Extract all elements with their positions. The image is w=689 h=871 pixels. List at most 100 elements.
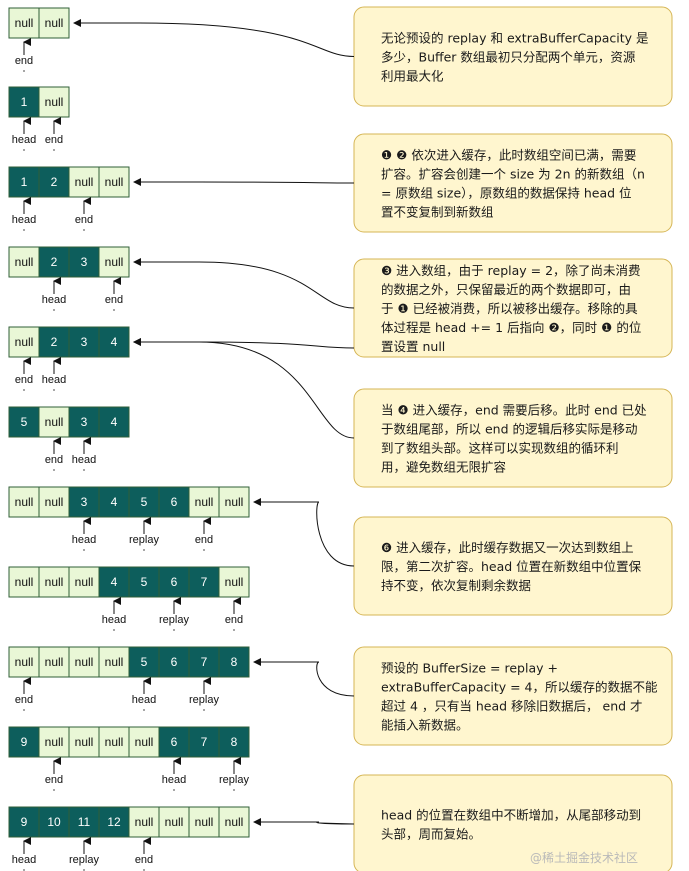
pointer-label-head: head xyxy=(162,774,186,786)
pointer-dot xyxy=(83,549,85,551)
buffer-cell-value: 5 xyxy=(141,655,148,669)
buffer-cell xyxy=(68,486,100,518)
buffer-cell-value: 2 xyxy=(51,335,58,349)
buffer-cell-value: 3 xyxy=(81,255,88,269)
buffer-cell xyxy=(38,486,70,518)
buffer-cell xyxy=(218,646,250,678)
pointer-label-head: head xyxy=(132,694,156,706)
notes-layer: 无论预设的 replay 和 extraBufferCapacity 是多少，B… xyxy=(353,6,673,871)
connector-arrow xyxy=(253,658,355,697)
pointer-label-end: end xyxy=(45,774,63,786)
pointer-dot xyxy=(143,709,145,711)
pointer-dot xyxy=(23,869,25,871)
buffer-cell xyxy=(38,406,70,438)
note-text-line: 于数组尾部，所以 end 的逻辑后移实际是移动 xyxy=(381,422,638,437)
pointer-label-head: head xyxy=(42,294,66,306)
note-text-line: 头部，周而复始。 xyxy=(381,827,481,842)
buffer-cell-value: null xyxy=(75,735,94,749)
buffer-cell-value: null xyxy=(105,255,124,269)
buffer-cell-value: 9 xyxy=(21,815,28,829)
buffer-cell xyxy=(218,566,250,598)
buffer-cell xyxy=(68,726,100,758)
note-text-line: head 的位置在数组中不断增加，从尾部移动到 xyxy=(381,808,641,823)
pointer-dot xyxy=(113,629,115,631)
buffer-cell-value: 10 xyxy=(47,815,61,829)
buffer-cell-value: null xyxy=(105,175,124,189)
buffer-cell xyxy=(98,806,130,838)
pointer-dot xyxy=(233,629,235,631)
note-text-line: 体过程是 head += 1 后指向 ❷，同时 ❶ 的位 xyxy=(381,320,641,335)
buffer-cell-value: null xyxy=(75,655,94,669)
note-text-line: 能插入新数据。 xyxy=(381,718,469,733)
note-text-line: 超过 4 ，只有当 head 移除旧数据后， end 才 xyxy=(381,699,643,714)
buffer-cell-value: null xyxy=(15,16,34,30)
pointer-label-head: head xyxy=(102,614,126,626)
buffer-cell-value: null xyxy=(75,575,94,589)
note-text-line: ❶ ❷ 依次进入缓存，此时数组空间已满，需要 xyxy=(381,148,636,163)
buffer-cell-value: 4 xyxy=(111,495,118,509)
buffer-cell-value: null xyxy=(75,175,94,189)
buffer-cell-value: null xyxy=(195,815,214,829)
pointer-dot xyxy=(203,709,205,711)
buffer-cell xyxy=(218,726,250,758)
buffer-cell xyxy=(218,806,250,838)
pointer-label-end: end xyxy=(105,294,123,306)
buffer-cell-value: null xyxy=(135,735,154,749)
buffer-cell xyxy=(98,406,130,438)
pointer-label-replay: replay xyxy=(219,774,249,786)
pointer-label-end: end xyxy=(75,214,93,226)
buffer-cell-value: null xyxy=(225,495,244,509)
buffer-cell-value: 9 xyxy=(21,735,28,749)
pointer-dot xyxy=(113,309,115,311)
pointer-label-replay: replay xyxy=(69,854,99,866)
buffer-cell xyxy=(68,246,100,278)
buffer-cell-value: null xyxy=(15,495,34,509)
connector-arrow xyxy=(73,19,355,57)
pointer-label-end: end xyxy=(225,614,243,626)
connector-arrow xyxy=(133,338,355,349)
buffer-cell xyxy=(98,646,130,678)
pointer-label-replay: replay xyxy=(159,614,189,626)
buffer-cell xyxy=(188,726,220,758)
note-text-line: 用，避免数组无限扩容 xyxy=(381,460,506,475)
pointer-dot xyxy=(203,549,205,551)
buffer-cell-value: null xyxy=(15,335,34,349)
buffer-cell xyxy=(188,566,220,598)
buffer-cell xyxy=(158,646,190,678)
buffer-cell xyxy=(8,246,40,278)
buffer-cell-value: null xyxy=(165,815,184,829)
note-text-line: ❻ 进入缓存，此时缓存数据又一次达到数组上 xyxy=(381,540,634,555)
buffer-cell xyxy=(98,166,130,198)
buffer-cell-value: 11 xyxy=(78,815,91,829)
buffer-cell xyxy=(8,806,40,838)
buffer-cell-value: 3 xyxy=(81,495,88,509)
buffer-cell xyxy=(38,166,70,198)
note-text-line: extraBufferCapacity = 4，所以缓存的数据不能 xyxy=(381,680,658,695)
buffer-cell xyxy=(158,566,190,598)
buffer-cell xyxy=(8,406,40,438)
buffer-cell xyxy=(158,486,190,518)
buffer-cell xyxy=(128,726,160,758)
buffer-cell-value: null xyxy=(45,575,64,589)
pointer-dot xyxy=(173,789,175,791)
buffer-cell-value: null xyxy=(45,735,64,749)
buffer-cell xyxy=(218,486,250,518)
note-text-line: 置不变复制到新数组 xyxy=(381,205,494,220)
buffer-cell xyxy=(38,326,70,358)
buffer-cell-value: null xyxy=(45,95,64,109)
buffer-cell xyxy=(98,246,130,278)
pointer-label-replay: replay xyxy=(189,694,219,706)
buffer-cell-value: 4 xyxy=(111,335,118,349)
watermark: @稀土掘金技术社区 xyxy=(530,850,638,865)
pointer-dot xyxy=(23,149,25,151)
note-text-line: 当 ❹ 进入缓存，end 需要后移。此时 end 已处 xyxy=(381,403,647,418)
buffer-cell xyxy=(68,646,100,678)
pointer-dot xyxy=(83,869,85,871)
